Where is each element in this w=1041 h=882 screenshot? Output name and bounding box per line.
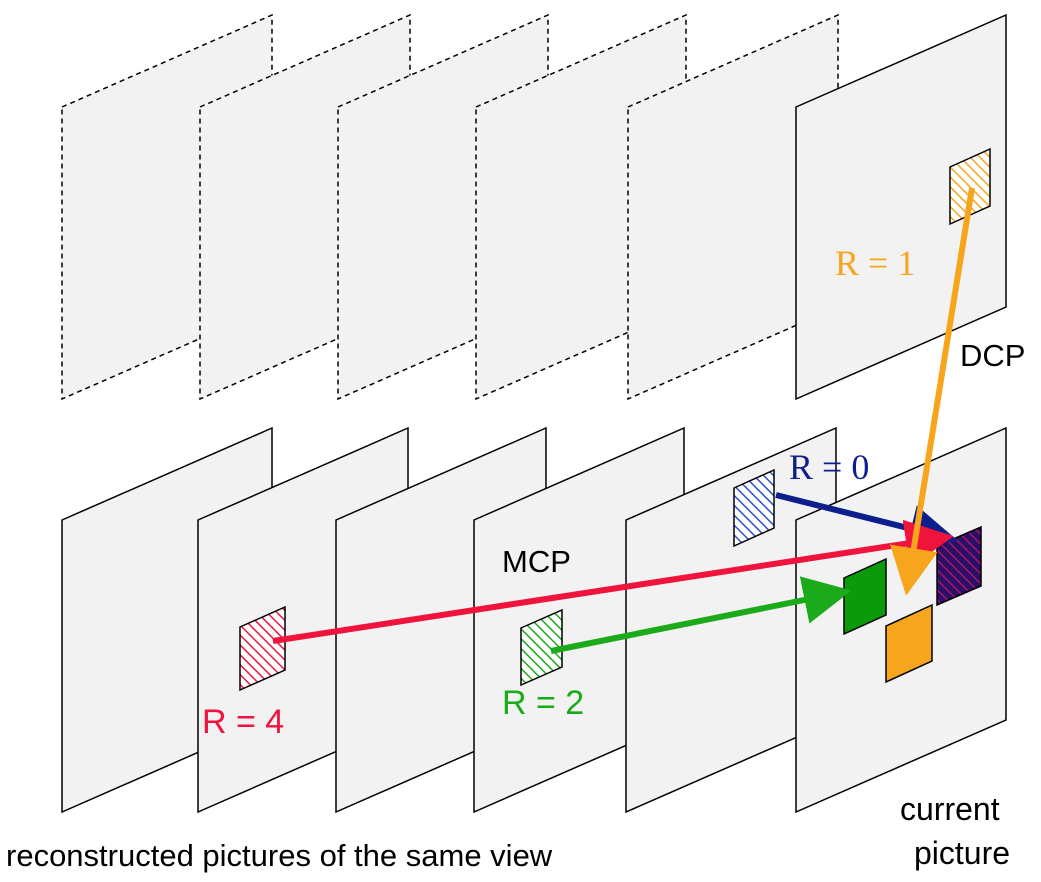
r0-label: R = 0	[789, 447, 869, 487]
current-picture-label-line2: picture	[914, 835, 1010, 871]
r2-label: R = 2	[502, 684, 584, 722]
dcp-reference-block	[949, 147, 991, 226]
r4-label: R = 4	[202, 703, 284, 741]
r1-label: R = 1	[835, 243, 915, 283]
r4-reference-block	[239, 605, 286, 692]
mcp-r4-prediction-arrow	[272, 519, 954, 644]
r2-reference-block	[520, 608, 563, 687]
dcp-label: DCP	[960, 338, 1025, 373]
other-view-frames	[61, 13, 1007, 401]
r0-reference-block	[733, 468, 775, 548]
reconstructed-pictures-caption: reconstructed pictures of the same view	[6, 838, 553, 873]
r2-prediction-arrow	[550, 576, 852, 654]
current-orange-block	[885, 603, 933, 684]
other-view-frame-5	[627, 13, 839, 401]
current-picture-label-line1: current	[900, 791, 1000, 827]
mcp-label: MCP	[502, 544, 571, 579]
dcp-prediction-arrow	[890, 187, 975, 596]
